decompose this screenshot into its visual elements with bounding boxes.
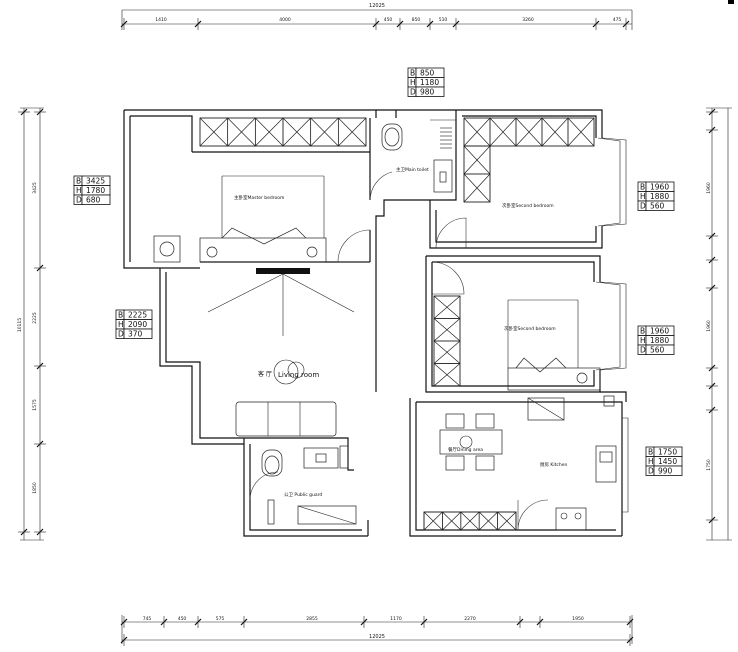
label-dining-area: 餐厅Dining area	[448, 446, 483, 453]
bottom-dim-575: 575	[216, 616, 225, 622]
bottom-dim-450: 450	[178, 616, 187, 622]
window-spec-key: B	[640, 327, 645, 336]
window-spec-value: 1180	[420, 78, 439, 87]
top-dimensions: 12025 1410 4000 450 850 510 3260 475	[120, 3, 633, 30]
label-kitchen: 厨房 Kitchen	[540, 461, 567, 468]
top-dim-3260: 3260	[522, 17, 534, 23]
top-dim-475: 475	[613, 17, 622, 23]
bottom-dim-2855: 2855	[306, 616, 318, 622]
tv-unit	[207, 268, 355, 336]
left-dimensions: 10115 3425 2225 1575 1850	[17, 107, 46, 541]
label-second-bedroom-2: 次卧室Second bedroom	[504, 325, 556, 332]
dining-table	[439, 413, 503, 471]
label-main-toilet: 主卫Main toilet	[396, 166, 429, 173]
left-dim-1575: 1575	[32, 399, 38, 411]
kitchen-fixtures	[423, 395, 617, 531]
window-spec-value: 560	[650, 202, 665, 211]
left-dim-2225: 2225	[32, 312, 38, 324]
top-dim-1410: 1410	[155, 17, 167, 23]
window-spec-key: H	[410, 78, 416, 87]
window-spec-key: H	[118, 320, 124, 329]
right-dimensions: 1960 1960 1750	[706, 107, 732, 541]
window-spec-value: 990	[658, 467, 673, 476]
label-master-bedroom: 主卧室Master bedroom	[234, 194, 284, 201]
top-dim-4000: 4000	[279, 17, 291, 23]
window-spec-value: 1780	[86, 186, 105, 195]
doors	[249, 171, 549, 531]
window-spec-key: D	[76, 196, 82, 205]
left-dim-3425: 3425	[32, 182, 38, 194]
bottom-dim-1170: 1170	[390, 616, 402, 622]
window-spec-value: 680	[86, 196, 101, 205]
master-bed	[153, 175, 327, 263]
window-spec-key: H	[640, 336, 646, 345]
window-spec-value: 370	[128, 330, 143, 339]
bottom-dim-2270: 2270	[464, 616, 476, 622]
window-spec-key: B	[76, 177, 81, 186]
main-toilet-fixtures	[381, 119, 456, 193]
window-spec-value: 1750	[658, 448, 677, 457]
right-dim-1960-a: 1960	[706, 182, 712, 194]
window-spec-value: 2090	[128, 320, 147, 329]
second-bed	[507, 299, 601, 391]
window-spec-key: B	[640, 183, 645, 192]
window-spec-key: B	[648, 448, 653, 457]
living-furniture	[235, 359, 337, 437]
label-second-bedroom-1: 次卧室Second bedroom	[502, 202, 554, 209]
window-spec-key: B	[118, 311, 123, 320]
walls	[123, 109, 629, 537]
left-dim-1850: 1850	[32, 482, 38, 494]
window-spec-value: 1880	[650, 336, 669, 345]
window-spec-value: 850	[420, 69, 435, 78]
window-spec-value: 1880	[650, 192, 669, 201]
bottom-total-dimension: 12025	[369, 634, 385, 640]
window-spec-key: H	[648, 457, 654, 466]
corner-mark	[728, 0, 734, 4]
window-spec-key: D	[648, 467, 654, 476]
bottom-dim-745: 745	[143, 616, 152, 622]
window-spec-key: D	[640, 202, 646, 211]
window-spec-key: H	[640, 192, 646, 201]
left-total-dimension: 10115	[17, 318, 23, 332]
window-spec-value: 3425	[86, 177, 105, 186]
top-total-dimension: 12025	[369, 3, 385, 9]
label-public-guard: 公卫 Public guard	[284, 492, 322, 498]
top-dim-450: 450	[384, 17, 393, 23]
right-dim-1750: 1750	[706, 459, 712, 471]
label-living-room-cn: 客 厅	[258, 370, 272, 378]
window-spec-value: 980	[420, 88, 435, 97]
right-dim-1960-b: 1960	[706, 320, 712, 332]
top-dim-510: 510	[439, 17, 448, 23]
public-toilet-fixtures	[261, 445, 357, 525]
wardrobe-cabinets	[199, 117, 595, 531]
window-spec-value: 2225	[128, 311, 147, 320]
bottom-dimensions: 745 450 575 2855 1170 2270 1950 12025	[120, 615, 634, 646]
bottom-dim-1950: 1950	[572, 616, 584, 622]
window-spec-value: 1960	[650, 327, 669, 336]
window-spec-value: 560	[650, 346, 665, 355]
window-spec-key: H	[76, 186, 82, 195]
window-spec-value: 1960	[650, 183, 669, 192]
window-spec-key: D	[410, 88, 416, 97]
label-living-room: Living room	[278, 371, 319, 379]
window-spec-key: B	[410, 69, 415, 78]
top-dim-850: 850	[412, 17, 421, 23]
window-spec-key: D	[118, 330, 124, 339]
window-spec-key: D	[640, 346, 646, 355]
window-spec-value: 1450	[658, 457, 677, 466]
